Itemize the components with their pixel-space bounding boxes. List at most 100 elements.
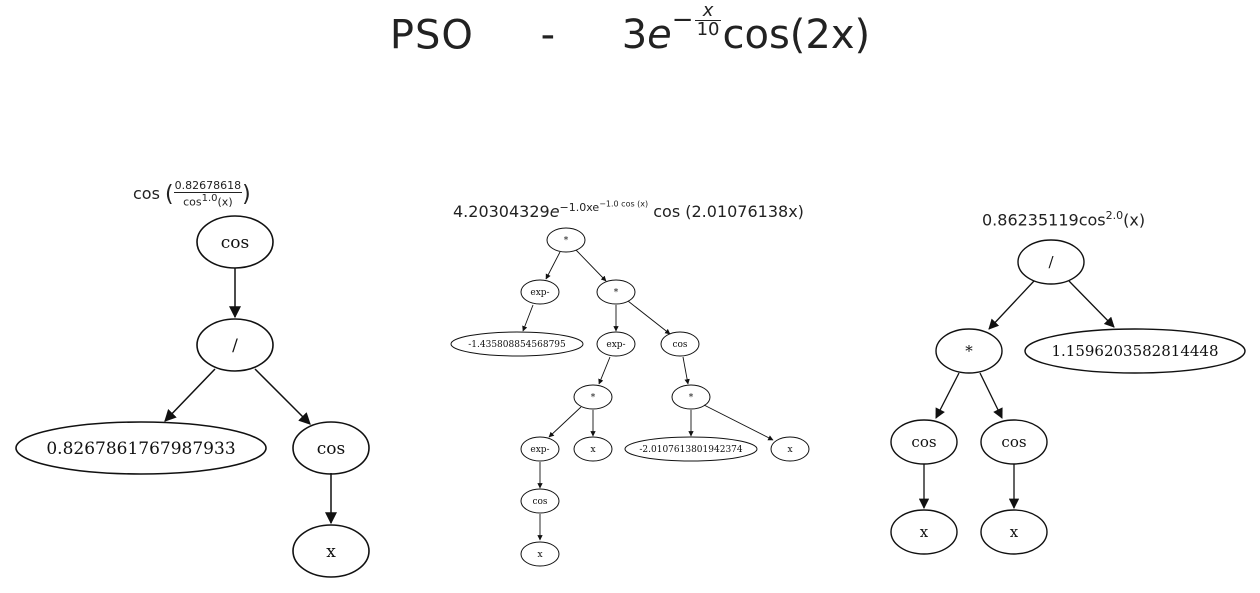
tree2-node <box>546 227 586 253</box>
tree3-edge <box>1068 280 1115 328</box>
tree1-edge <box>164 368 216 422</box>
tree1-den-arg: (x) <box>217 195 233 209</box>
tree1-node-label: cos <box>221 233 249 253</box>
tree3-labels: / * 1.1596203582814448 cos cos x x <box>911 253 1218 541</box>
tree1-node-label: x <box>326 542 336 562</box>
tree2-node-label: -1.435808854568795 <box>468 340 566 350</box>
tree1-open-paren: ( <box>165 181 174 207</box>
tree3-coef: 0.86235119 <box>982 210 1079 230</box>
tree2-node <box>624 436 758 462</box>
tree2-exp-inner: −1.0 cos (x) <box>599 199 649 208</box>
tree3-node-label: / <box>1048 253 1054 271</box>
tree2-labels: * exp- * -1.435808854568795 exp- cos * *… <box>468 236 792 560</box>
tree3-node-label: x <box>920 523 929 541</box>
tree2-node-label: x <box>787 445 792 455</box>
tree3-arg: (x) <box>1123 210 1146 230</box>
tree2-coef: 4.20304329 <box>453 201 550 221</box>
title-separator: - <box>540 12 555 59</box>
tree2-node <box>596 279 636 305</box>
tree2-node-label: x <box>590 445 595 455</box>
tree2-edge <box>598 356 611 385</box>
tree1-node <box>292 524 370 578</box>
target-coefficient: 3 <box>621 12 648 59</box>
tree2-node-label: cos <box>532 497 547 507</box>
target-trig: cos <box>722 12 790 59</box>
tree2-node-label: -2.0107613801942374 <box>639 445 743 455</box>
tree2-node-label: * <box>591 393 596 403</box>
tree3-node <box>1024 328 1246 374</box>
tree2-node <box>520 488 560 514</box>
tree2-node <box>660 331 700 357</box>
tree1-trig: cos <box>133 183 160 203</box>
tree2-node-label: * <box>689 393 694 403</box>
tree2-e: e <box>549 201 560 221</box>
tree2-node <box>520 541 560 567</box>
tree1-edge <box>254 368 311 425</box>
tree2-exp-text: −1.0xe <box>559 200 600 214</box>
tree3-node <box>980 509 1048 555</box>
target-exp-den: 10 <box>696 19 720 40</box>
tree2-exp: −1.0xe−1.0 cos (x) <box>559 199 649 214</box>
tree2-node-label: exp- <box>530 445 549 455</box>
tree1-node-label: / <box>232 336 238 356</box>
tree1-node-label: 0.8267861767987933 <box>46 439 235 459</box>
tree2-node-label: exp- <box>530 288 549 298</box>
tree3-node <box>1017 239 1085 285</box>
tree2-trig: cos (2.01076138x) <box>653 201 804 221</box>
target-exp-sign: − <box>671 5 694 35</box>
tree2-expression: 4.20304329e−1.0xe−1.0 cos (x) cos (2.010… <box>453 199 804 221</box>
target-e: e <box>647 12 672 59</box>
tree2-node <box>671 384 711 410</box>
tree1-den-fn: cos <box>183 195 202 209</box>
tree3-edge <box>979 372 1003 419</box>
tree2-node-label: exp- <box>606 340 625 350</box>
tree1-num: 0.82678618 <box>173 179 243 193</box>
tree3-node-label: 1.1596203582814448 <box>1051 342 1218 360</box>
tree1-node <box>196 318 274 372</box>
tree3-node <box>935 328 1003 374</box>
tree1-close-paren: ) <box>242 181 251 207</box>
tree2-node <box>573 436 613 462</box>
tree3-pow: 2.0 <box>1105 209 1124 222</box>
tree2-node <box>770 436 810 462</box>
target-arg: (2x) <box>789 12 871 59</box>
tree3-node <box>890 509 958 555</box>
tree2-node-label: x <box>537 550 542 560</box>
tree3-node-label: x <box>1010 523 1019 541</box>
tree3-node-label: cos <box>911 433 936 451</box>
tree3-node <box>890 419 958 465</box>
tree2-edge <box>627 300 671 335</box>
tree2-node <box>573 384 613 410</box>
tree1-node-label: cos <box>317 439 345 459</box>
tree2-edge <box>545 251 561 280</box>
tree1-node <box>292 421 370 475</box>
tree1 <box>15 215 370 578</box>
tree1-den-pow: 1.0 <box>201 193 218 204</box>
tree2-node-label: * <box>614 288 619 298</box>
tree1-node <box>196 215 274 269</box>
tree3-node-label: cos <box>1001 433 1026 451</box>
tree2 <box>450 227 810 567</box>
tree2-node-label: * <box>564 236 569 246</box>
tree2-node-label: cos <box>672 340 687 350</box>
tree2-edge <box>548 406 582 438</box>
tree3-edge <box>988 280 1035 330</box>
target-exp-num: x <box>694 2 722 21</box>
tree2-node <box>520 279 560 305</box>
tree3-edge <box>935 372 960 419</box>
tree3-node-label: * <box>965 342 973 360</box>
tree1-node <box>15 421 267 475</box>
tree2-node <box>450 331 584 357</box>
tree2-node <box>520 436 560 462</box>
tree1-den: cos1.0(x) <box>174 193 242 209</box>
tree2-edge <box>703 404 774 441</box>
tree1-labels: cos / 0.8267861767987933 cos x <box>46 233 345 562</box>
tree3-trig: cos <box>1078 210 1106 230</box>
algorithm-name: PSO <box>389 12 474 59</box>
